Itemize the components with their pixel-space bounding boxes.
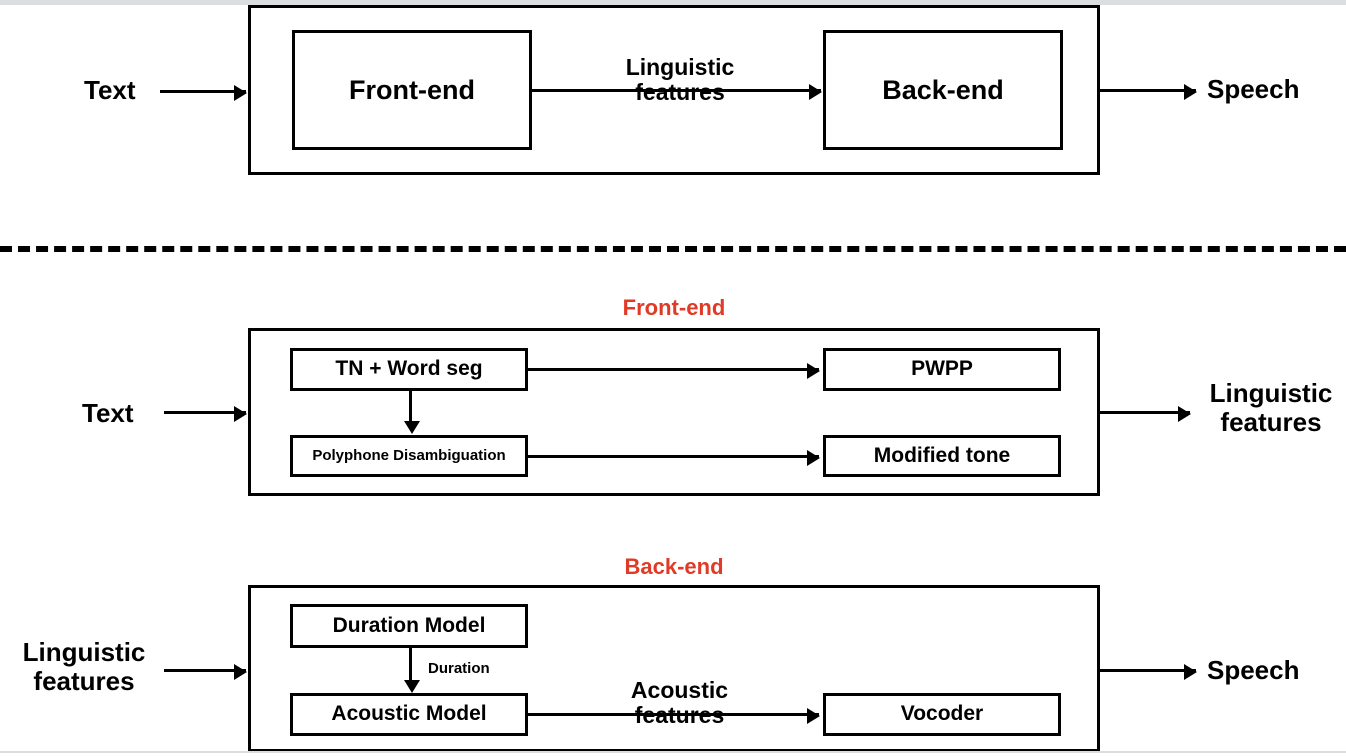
overview-edge-label-line2: features: [635, 79, 725, 106]
backend-block-acoustic-model[interactable]: Acoustic Model: [290, 693, 528, 736]
backend-input-label-line1: Linguistic: [22, 637, 146, 667]
overview-block-back-end[interactable]: Back-end: [823, 30, 1063, 150]
frontend-arrow-tn-to-polyphone: [404, 391, 420, 434]
frontend-arrow-polyphone-to-modified-tone: [528, 450, 820, 466]
frontend-block-pwpp[interactable]: PWPP: [823, 348, 1061, 391]
page-top-strip: [0, 0, 1346, 5]
backend-input-label: Linguistic features: [8, 637, 160, 697]
page-bottom-strip: [0, 751, 1346, 753]
overview-output-arrow: [1100, 84, 1197, 100]
backend-block-duration-model[interactable]: Duration Model: [290, 604, 528, 648]
section-divider: [0, 246, 1346, 252]
frontend-block-tn-word-seg[interactable]: TN + Word seg: [290, 348, 528, 391]
backend-output-label: Speech: [1207, 655, 1300, 685]
overview-edge-label-line1: Linguistic: [625, 54, 735, 80]
overview-middle-arrow: [531, 84, 822, 100]
backend-input-arrow: [164, 664, 247, 680]
overview-input-arrow: [160, 85, 247, 101]
backend-section-title: Back-end: [624, 554, 724, 579]
frontend-section-title: Front-end: [622, 295, 726, 320]
frontend-output-label: Linguistic features: [1196, 378, 1346, 438]
frontend-block-modified-tone[interactable]: Modified tone: [823, 435, 1061, 477]
overview-edge-label: Linguistic features: [580, 54, 780, 106]
backend-input-label-line2: features: [33, 666, 135, 697]
frontend-output-arrow: [1100, 406, 1191, 422]
frontend-output-label-line2: features: [1220, 407, 1322, 438]
backend-duration-edge-label: Duration: [428, 660, 490, 677]
overview-block-front-end[interactable]: Front-end: [292, 30, 532, 150]
backend-block-vocoder[interactable]: Vocoder: [823, 693, 1061, 736]
frontend-output-label-line1: Linguistic: [1209, 378, 1333, 408]
frontend-arrow-tn-to-pwpp: [528, 363, 820, 379]
backend-arrow-duration-to-acoustic: [404, 648, 420, 693]
frontend-input-label: Text: [82, 398, 134, 428]
backend-acoustic-edge-label: Acoustic features: [587, 677, 772, 729]
backend-arrow-acoustic-to-vocoder: [528, 708, 820, 724]
backend-acoustic-edge-label-line1: Acoustic: [630, 677, 729, 703]
frontend-block-polyphone-disambiguation[interactable]: Polyphone Disambiguation: [290, 435, 528, 477]
overview-input-label: Text: [84, 75, 136, 105]
overview-output-label: Speech: [1207, 74, 1300, 104]
frontend-input-arrow: [164, 406, 247, 422]
backend-output-arrow: [1100, 664, 1197, 680]
